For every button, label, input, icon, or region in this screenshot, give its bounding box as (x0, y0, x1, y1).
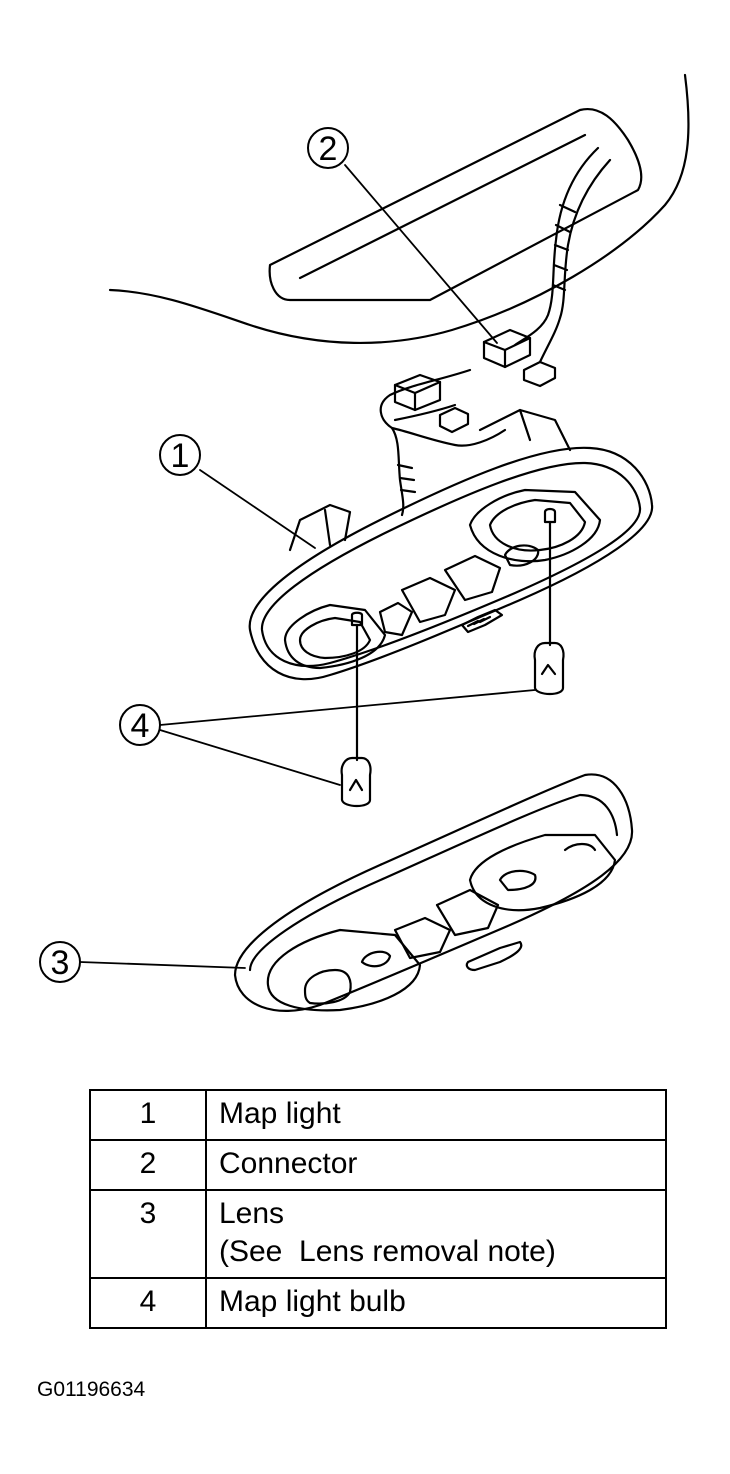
callout-3-number: 3 (51, 944, 70, 982)
legend-description: Map light (205, 1089, 667, 1141)
lens-part (233, 773, 634, 1012)
legend-number: 4 (89, 1277, 207, 1329)
legend-note-text: (See Lens removal note) (219, 1235, 556, 1268)
map-light-exploded-diagram: 1 2 3 4 (39, 73, 690, 1012)
callout-4: 4 (119, 689, 536, 786)
legend-number: 1 (89, 1089, 207, 1141)
callout-1: 1 (159, 434, 316, 549)
legend-description-text: Lens (219, 1197, 285, 1230)
legend-number: 2 (89, 1139, 207, 1191)
legend-description: Lens (See Lens removal note) (205, 1189, 667, 1279)
callout-2-number: 2 (319, 130, 338, 168)
legend-row: 4 Map light bulb (89, 1277, 667, 1329)
map-light-housing (248, 408, 654, 681)
parts-legend-table: 1 Map light 2 Connector 3 Lens (See Lens… (89, 1089, 667, 1329)
roof-headliner (108, 73, 690, 345)
legend-row: 2 Connector (89, 1139, 667, 1191)
legend-description: Map light bulb (205, 1277, 667, 1329)
legend-description: Connector (205, 1139, 667, 1191)
callout-4-number: 4 (131, 707, 150, 745)
legend-description-text: Connector (219, 1147, 358, 1180)
legend-description-text: Map light bulb (219, 1285, 406, 1318)
legend-row: 1 Map light (89, 1089, 667, 1141)
figure-id: G01196634 (37, 1378, 146, 1401)
wiring-harness (379, 146, 612, 517)
callout-1-number: 1 (171, 437, 190, 475)
legend-number: 3 (89, 1189, 207, 1279)
map-light-bulbs (340, 507, 565, 808)
legend-row: 3 Lens (See Lens removal note) (89, 1189, 667, 1279)
connector-parts (393, 328, 557, 434)
callout-2: 2 (307, 127, 498, 344)
legend-description-text: Map light (219, 1097, 341, 1130)
callout-3: 3 (39, 941, 246, 983)
